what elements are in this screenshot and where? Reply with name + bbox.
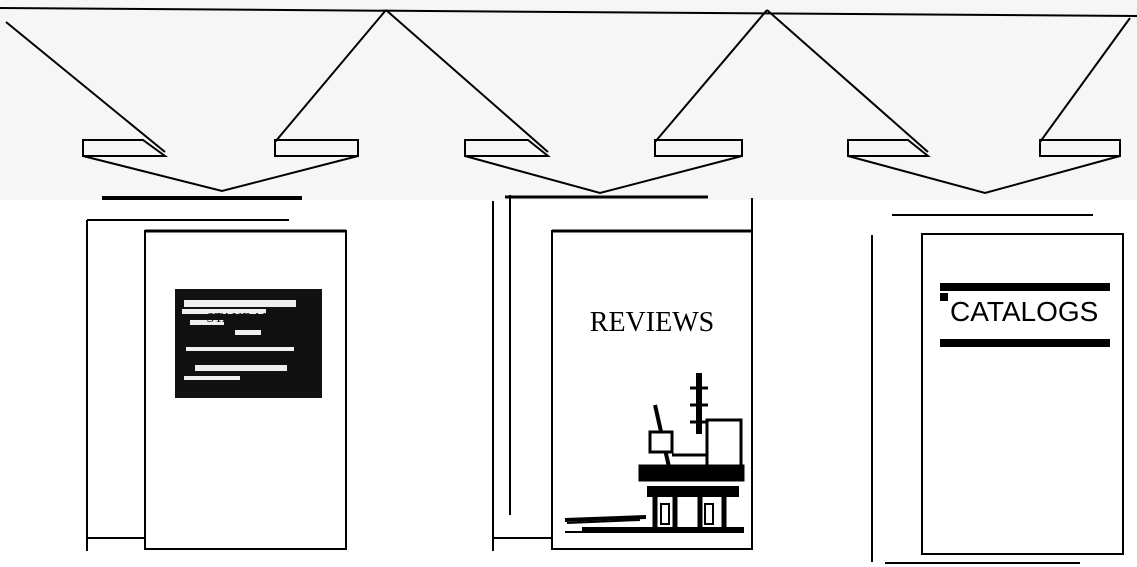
catalogs-marker [940,293,948,301]
top-band-background [0,0,1137,200]
reviews-label: REVIEWS [590,307,714,338]
standards-cover-image: STANDARDS [175,289,322,398]
standards-graphic-text: STANDARDS [207,311,290,326]
catalogs-label: CATALOGS [950,296,1098,327]
front-page [922,234,1123,554]
catalogs-top-bar [940,283,1110,291]
platform-deck [640,466,743,480]
catalogs-bottom-bar [940,339,1110,347]
